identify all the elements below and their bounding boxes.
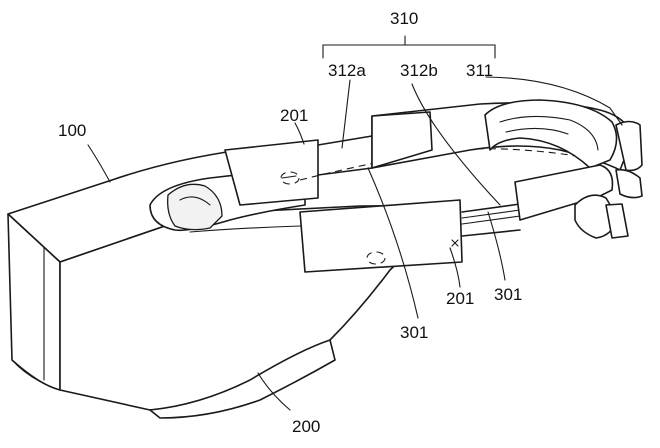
rear-band-311 — [371, 99, 643, 239]
strap-rails-312 — [299, 135, 601, 237]
label-201-bottom: 201 — [446, 289, 474, 308]
leader-lines — [87, 76, 623, 411]
label-301-bottom: 301 — [400, 323, 428, 342]
face-cushion-200 — [149, 339, 336, 419]
label-312b: 312b — [400, 61, 438, 80]
lower-band-201 — [299, 199, 463, 273]
label-100: 100 — [58, 121, 86, 140]
label-312a: 312a — [328, 61, 366, 80]
upper-band-201 — [224, 139, 319, 206]
bracket-310 — [322, 35, 496, 59]
label-200: 200 — [292, 417, 320, 436]
label-301-right: 301 — [494, 285, 522, 304]
reference-labels: 310 312a 312b 311 100 201 201 301 301 20… — [58, 9, 522, 436]
label-311: 311 — [466, 61, 493, 80]
label-310: 310 — [390, 9, 418, 28]
label-201-top: 201 — [280, 106, 308, 125]
